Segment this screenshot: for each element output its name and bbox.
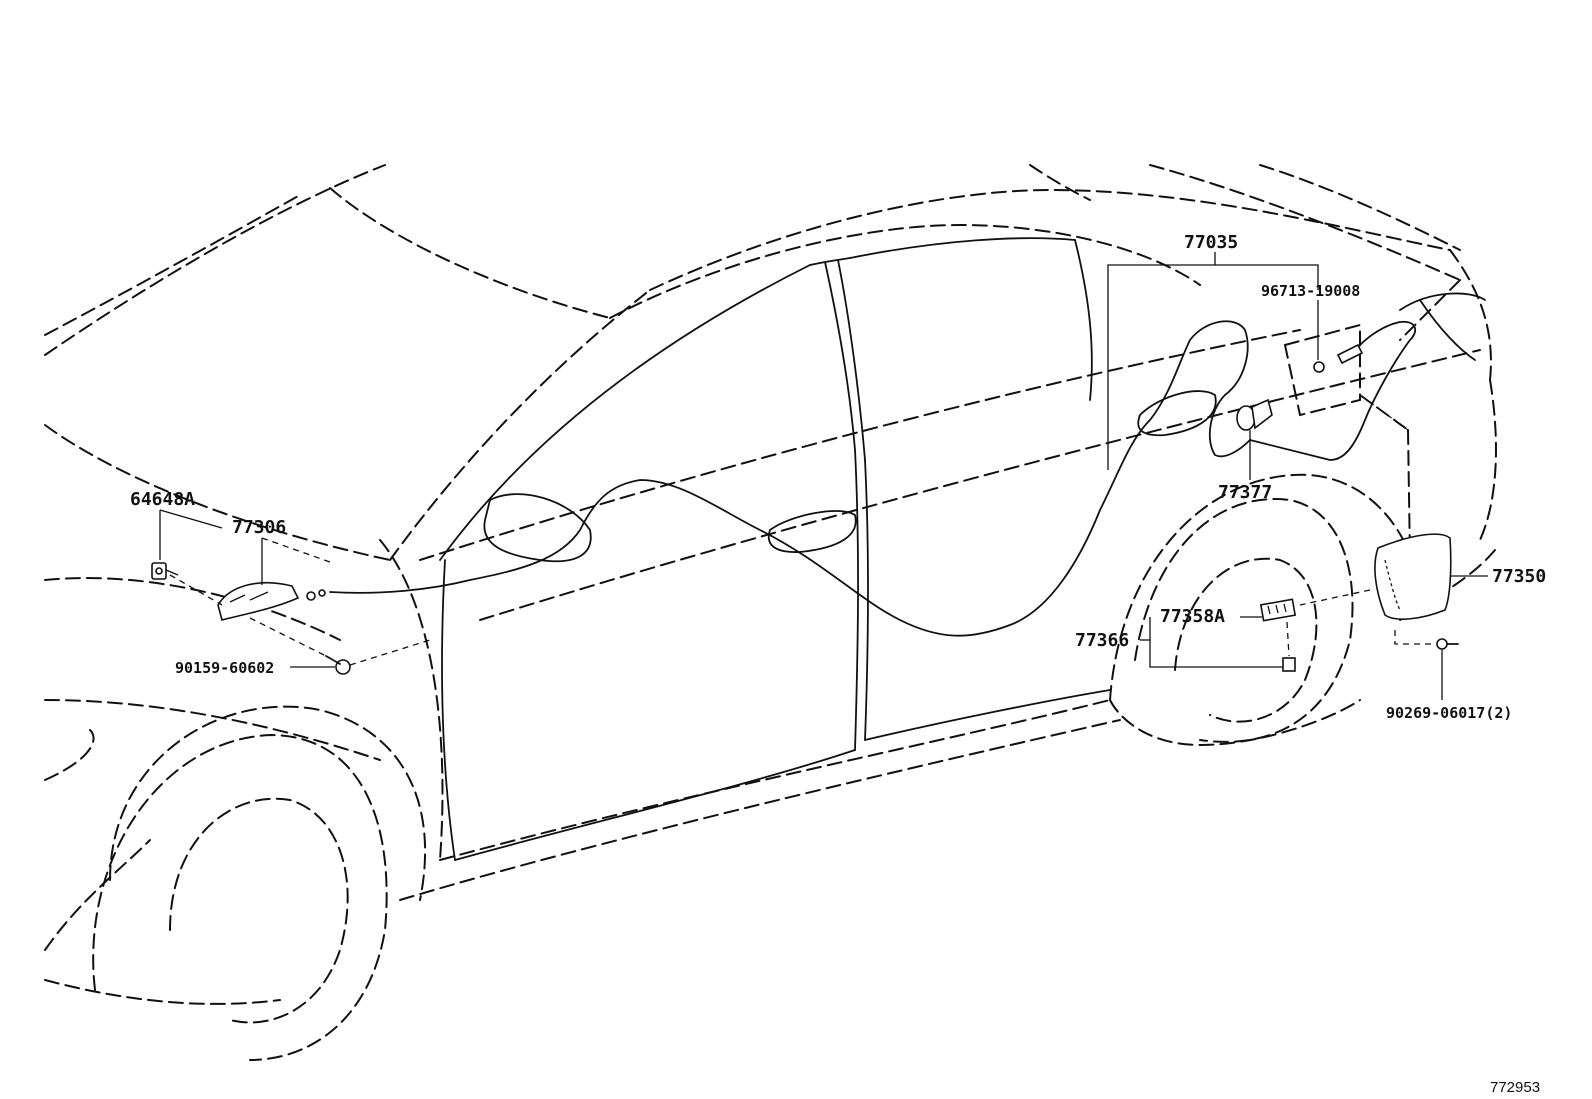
label-77306: 77306 (232, 517, 286, 538)
door-outlines (439, 237, 1486, 861)
cable-branch-right (1249, 320, 1417, 461)
part-cable-end (1336, 343, 1364, 365)
part-bracket-77358A (1259, 598, 1297, 622)
part-clip-64648A (151, 562, 179, 580)
label-77350: 77350 (1492, 566, 1546, 587)
part-oring-96713 (1313, 361, 1325, 373)
label-64648A: 64648A (130, 489, 195, 510)
part-lock-77377 (1236, 398, 1273, 431)
part-clip-77366 (1282, 657, 1296, 672)
leader-lines (159, 252, 1488, 700)
part-pin-90269 (1436, 638, 1459, 650)
part-fuel-lid-77350 (1374, 533, 1452, 620)
car-body-outline (44, 164, 1497, 1061)
label-77035: 77035 (1184, 232, 1238, 253)
diagram-reference-number: 772953 (1490, 1079, 1540, 1096)
label-77358A: 77358A (1160, 606, 1225, 627)
opener-cable (329, 320, 1251, 637)
label-90269-06017: 90269-06017(2) (1386, 704, 1512, 722)
part-lever-77306 (217, 581, 326, 621)
label-77377: 77377 (1218, 482, 1272, 503)
label-77366: 77366 (1075, 630, 1129, 651)
part-screw-90159 (325, 655, 351, 675)
label-96713-19008: 96713-19008 (1261, 282, 1360, 300)
label-90159-60602: 90159-60602 (175, 659, 274, 677)
